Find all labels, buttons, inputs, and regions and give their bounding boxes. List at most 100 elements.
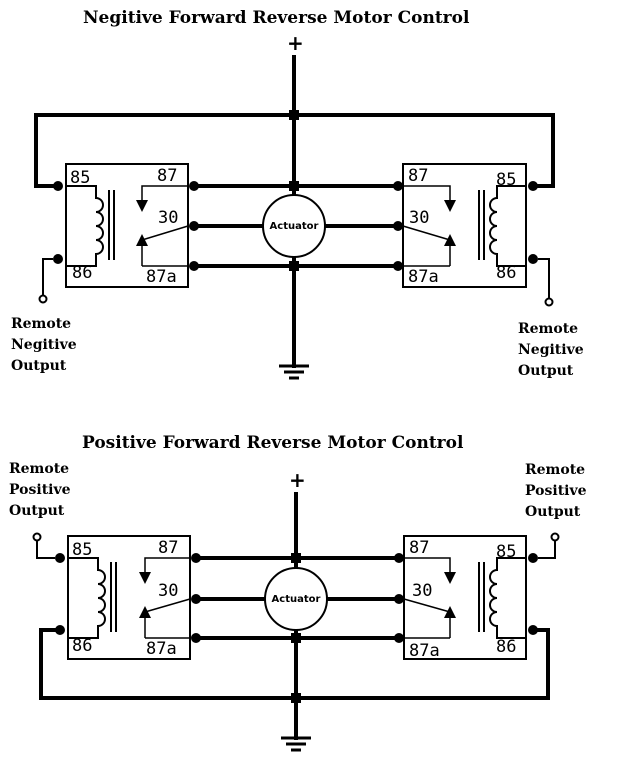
bottom-right-label-line2: Positive <box>525 483 587 499</box>
top-right-remote-lead <box>538 258 550 299</box>
top-right-pin-86: 86 <box>496 263 516 283</box>
bottom-left-relay: 85 86 87 30 87a <box>55 535 201 660</box>
top-right-coil-icon <box>489 185 526 267</box>
bottom-right-terminal-87a <box>394 633 404 643</box>
top-power-plus-sign: + <box>287 31 304 55</box>
bottom-right-terminal-86 <box>528 625 538 635</box>
top-left-pin-30: 30 <box>158 208 178 228</box>
bottom-ground-symbol <box>281 736 311 752</box>
bottom-right-remote-lead <box>538 540 556 559</box>
bottom-right-pin-87: 87 <box>409 538 429 558</box>
top-junction-supply <box>289 110 299 120</box>
top-right-label-line1: Remote <box>518 321 578 337</box>
bottom-right-contact-87-wire <box>404 557 451 576</box>
bottom-junction-ground <box>291 693 301 703</box>
top-actuator-motor <box>262 194 326 258</box>
top-right-terminal-86 <box>528 254 538 264</box>
bottom-left-coil-icon <box>68 557 106 639</box>
top-title: Negitive Forward Reverse Motor Control <box>83 8 470 28</box>
bottom-junction-87a <box>291 633 301 643</box>
top-left-remote-terminal <box>38 294 48 304</box>
bottom-left-contact-arrow-down-icon <box>139 572 151 584</box>
top-left-pin-87: 87 <box>157 166 177 186</box>
bottom-left-terminal-87a <box>191 633 201 643</box>
top-left-switch-arm-icon <box>141 225 189 241</box>
bottom-right-pin-86: 86 <box>496 637 516 657</box>
bottom-right-coil-icon <box>489 557 526 639</box>
bottom-right-contact-arrow-up-icon <box>444 606 456 618</box>
bottom-left-contact-arrow-up-icon <box>139 606 151 618</box>
bottom-right-remote-terminal <box>550 532 560 542</box>
top-left-relay: 85 86 87 30 87a <box>53 163 199 288</box>
bottom-power-plus-sign: + <box>289 468 306 492</box>
bottom-right-terminal-30 <box>394 594 404 604</box>
top-right-terminal-85 <box>528 181 538 191</box>
top-left-terminal-30 <box>189 221 199 231</box>
top-left-terminal-85 <box>53 181 63 191</box>
bottom-title: Positive Forward Reverse Motor Control <box>82 433 464 453</box>
top-left-terminal-86 <box>53 254 63 264</box>
top-right-contact-arrow-up-icon <box>444 234 456 246</box>
bottom-right-relay: 87 30 87a 85 86 <box>394 535 538 661</box>
top-left-label-line2: Negitive <box>11 337 77 353</box>
top-junction-87a <box>289 261 299 271</box>
top-right-relay: 87 30 87a 85 86 <box>393 163 538 288</box>
bottom-right-label-line1: Remote <box>525 462 585 478</box>
negative-control-circuit: Negitive Forward Reverse Motor Control +… <box>11 8 584 380</box>
top-right-remote-terminal <box>544 297 554 307</box>
bottom-left-terminal-85 <box>55 553 65 563</box>
top-left-terminal-87a <box>189 261 199 271</box>
top-left-contact-arrow-up-icon <box>136 234 148 246</box>
bottom-left-label-line1: Remote <box>9 461 69 477</box>
top-ground-symbol <box>279 364 309 380</box>
top-left-pin-86: 86 <box>72 263 92 283</box>
top-left-pin-87a: 87a <box>146 267 177 287</box>
bottom-left-switch-arm-icon <box>144 598 191 613</box>
bottom-left-contact-87-wire <box>144 557 190 576</box>
bottom-actuator-motor <box>264 567 328 631</box>
bottom-left-pin-87a: 87a <box>146 639 177 659</box>
top-right-contact-arrow-down-icon <box>444 200 456 212</box>
top-left-remote-lead <box>42 258 53 296</box>
bottom-right-contact-arrow-down-icon <box>444 572 456 584</box>
positive-control-circuit: Positive Forward Reverse Motor Control +… <box>9 433 587 752</box>
bottom-left-label-line3: Output <box>9 503 65 519</box>
bottom-right-terminal-87 <box>394 553 404 563</box>
top-right-terminal-30 <box>393 221 403 231</box>
top-right-pin-87a: 87a <box>408 267 439 287</box>
bottom-left-pin-30: 30 <box>158 581 178 601</box>
top-right-terminal-87a <box>393 261 403 271</box>
top-left-label-line3: Output <box>11 358 67 374</box>
bottom-actuator-label: Actuator <box>272 594 321 605</box>
top-right-label-line3: Output <box>518 363 574 379</box>
bottom-junction-87 <box>291 553 301 563</box>
bottom-right-pin-30: 30 <box>412 581 432 601</box>
top-right-pin-30: 30 <box>409 208 429 228</box>
bottom-left-terminal-86 <box>55 625 65 635</box>
bottom-left-pin-87: 87 <box>158 538 178 558</box>
bottom-left-pin-86: 86 <box>72 636 92 656</box>
top-right-terminal-87 <box>393 181 403 191</box>
top-right-pin-87: 87 <box>408 166 428 186</box>
top-left-contact-87-wire <box>141 185 188 204</box>
top-right-switch-arm-icon <box>402 225 451 241</box>
bottom-left-remote-terminal <box>32 532 42 542</box>
bottom-left-label-line2: Positive <box>9 482 71 498</box>
bottom-right-switch-arm-icon <box>403 598 451 613</box>
bottom-right-terminal-85 <box>528 553 538 563</box>
bottom-left-pin-85: 85 <box>72 540 92 560</box>
bottom-left-terminal-87 <box>191 553 201 563</box>
top-right-contact-87-wire <box>403 185 451 204</box>
top-left-pin-85: 85 <box>70 168 90 188</box>
top-right-label-line2: Negitive <box>518 342 584 358</box>
bottom-left-remote-lead <box>36 540 55 559</box>
top-junction-87 <box>289 181 299 191</box>
top-left-label-line1: Remote <box>11 316 71 332</box>
bottom-right-pin-87a: 87a <box>409 641 440 661</box>
top-left-coil-icon <box>66 185 104 267</box>
bottom-right-label-line3: Output <box>525 504 581 520</box>
top-left-contact-arrow-down-icon <box>136 200 148 212</box>
top-left-terminal-87 <box>189 181 199 191</box>
top-actuator-label: Actuator <box>270 221 319 232</box>
